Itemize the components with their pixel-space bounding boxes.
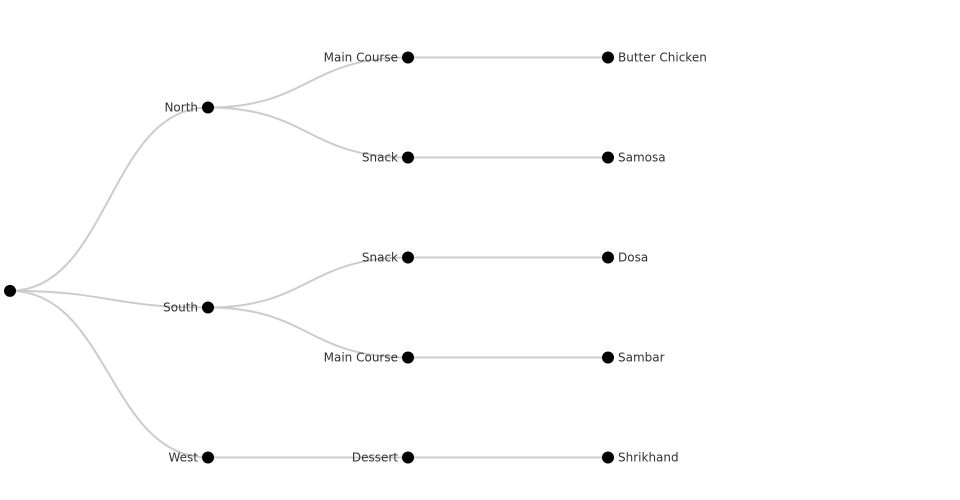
tree-node-main-course[interactable]: Main Course bbox=[324, 350, 414, 364]
node-label: Main Course bbox=[324, 350, 398, 364]
node-label: North bbox=[164, 100, 198, 114]
link-north-to-snack bbox=[207, 106, 409, 159]
node-dot[interactable] bbox=[202, 451, 214, 464]
node-label: Dosa bbox=[618, 250, 648, 264]
tree-node-dessert[interactable]: Dessert bbox=[352, 450, 414, 464]
node-dot[interactable] bbox=[602, 251, 614, 264]
node-dot[interactable] bbox=[4, 284, 16, 297]
tree-node-snack[interactable]: Snack bbox=[362, 150, 414, 164]
tree-node-west[interactable]: West bbox=[168, 450, 214, 464]
node-label: Butter Chicken bbox=[618, 50, 707, 64]
tree-node-samosa[interactable]: Samosa bbox=[602, 150, 666, 164]
node-dot[interactable] bbox=[402, 51, 414, 64]
link-root-to-south bbox=[9, 289, 209, 309]
node-label: Shrikhand bbox=[618, 450, 679, 464]
node-label: South bbox=[163, 300, 198, 314]
node-label: West bbox=[168, 450, 198, 464]
node-label: Dessert bbox=[352, 450, 398, 464]
link-root-to-west bbox=[9, 289, 209, 459]
node-dot[interactable] bbox=[402, 251, 414, 264]
link-north-to-main-course bbox=[207, 56, 409, 109]
node-dot[interactable] bbox=[402, 451, 414, 464]
tree-node-shrikhand[interactable]: Shrikhand bbox=[602, 450, 679, 464]
tree-node-south[interactable]: South bbox=[163, 300, 214, 314]
node-label: Samosa bbox=[618, 150, 666, 164]
node-dot[interactable] bbox=[602, 451, 614, 464]
node-label: Snack bbox=[362, 250, 398, 264]
node-dot[interactable] bbox=[202, 301, 214, 314]
tree-node-snack[interactable]: Snack bbox=[362, 250, 414, 264]
node-dot[interactable] bbox=[202, 101, 214, 114]
tree-node-root[interactable] bbox=[4, 284, 16, 297]
tree-node-dosa[interactable]: Dosa bbox=[602, 250, 648, 264]
node-dot[interactable] bbox=[402, 351, 414, 364]
tree-node-butter-chicken[interactable]: Butter Chicken bbox=[602, 50, 707, 64]
tree-node-north[interactable]: North bbox=[164, 100, 214, 114]
node-label: Sambar bbox=[618, 350, 665, 364]
node-dot[interactable] bbox=[602, 351, 614, 364]
link-south-to-snack bbox=[207, 256, 409, 309]
tree-node-sambar[interactable]: Sambar bbox=[602, 350, 665, 364]
node-label: Snack bbox=[362, 150, 398, 164]
node-label: Main Course bbox=[324, 50, 398, 64]
link-south-to-main-course bbox=[207, 306, 409, 359]
node-dot[interactable] bbox=[602, 51, 614, 64]
links-layer bbox=[9, 56, 608, 459]
tree-node-main-course[interactable]: Main Course bbox=[324, 50, 414, 64]
link-root-to-north bbox=[9, 106, 209, 292]
node-dot[interactable] bbox=[402, 151, 414, 164]
node-dot[interactable] bbox=[602, 151, 614, 164]
